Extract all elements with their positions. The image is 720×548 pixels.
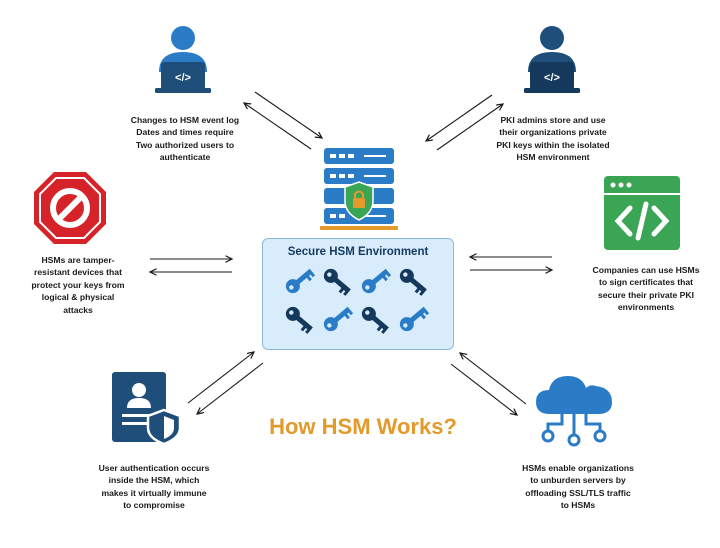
- id-shield-icon: [112, 372, 182, 446]
- key-icon: [361, 268, 392, 294]
- server-lock-icon: [320, 148, 398, 230]
- arrow-bottom-left-out: [197, 362, 264, 414]
- diagram-title: How HSM Works?: [269, 414, 457, 439]
- bottom-right-label: HSMs enable organizations to unburden se…: [522, 463, 634, 511]
- arrow-top-left-in: [254, 91, 322, 138]
- key-icon: [399, 306, 430, 332]
- arrow-bottom-right-in: [460, 353, 527, 405]
- key-icon: [361, 306, 389, 334]
- mid-left-label: HSMs are tamper- resistant devices that …: [31, 255, 125, 315]
- user-laptop-icon: </>: [155, 26, 211, 93]
- key-icon: [285, 306, 313, 334]
- key-icon: [323, 306, 354, 332]
- env-title: Secure HSM Environment: [287, 246, 429, 258]
- secure-hsm-environment: Secure HSM Environment: [262, 238, 454, 350]
- key-grid: [285, 268, 430, 334]
- key-icon: [285, 268, 316, 294]
- bottom-left-label: User authentication occurs inside the HS…: [98, 463, 210, 511]
- key-icon: [399, 268, 427, 296]
- key-icon: [323, 268, 351, 296]
- arrow-bottom-right-out: [450, 363, 517, 415]
- svg-text:</>: </>: [544, 72, 560, 84]
- admin-laptop-icon: </>: [524, 26, 580, 93]
- top-left-label: Changes to HSM event log Dates and times…: [130, 115, 240, 163]
- cloud-network-icon: [536, 376, 612, 447]
- mid-right-label: Companies can use HSMs to sign certifica…: [592, 265, 700, 313]
- top-right-label: PKI admins store and use their organizat…: [496, 115, 610, 163]
- arrow-top-left-out: [244, 103, 312, 150]
- svg-text:</>: </>: [175, 72, 191, 84]
- code-window-icon: [604, 176, 680, 250]
- arrow-bottom-left-in: [187, 352, 254, 404]
- no-entry-icon: [34, 172, 106, 244]
